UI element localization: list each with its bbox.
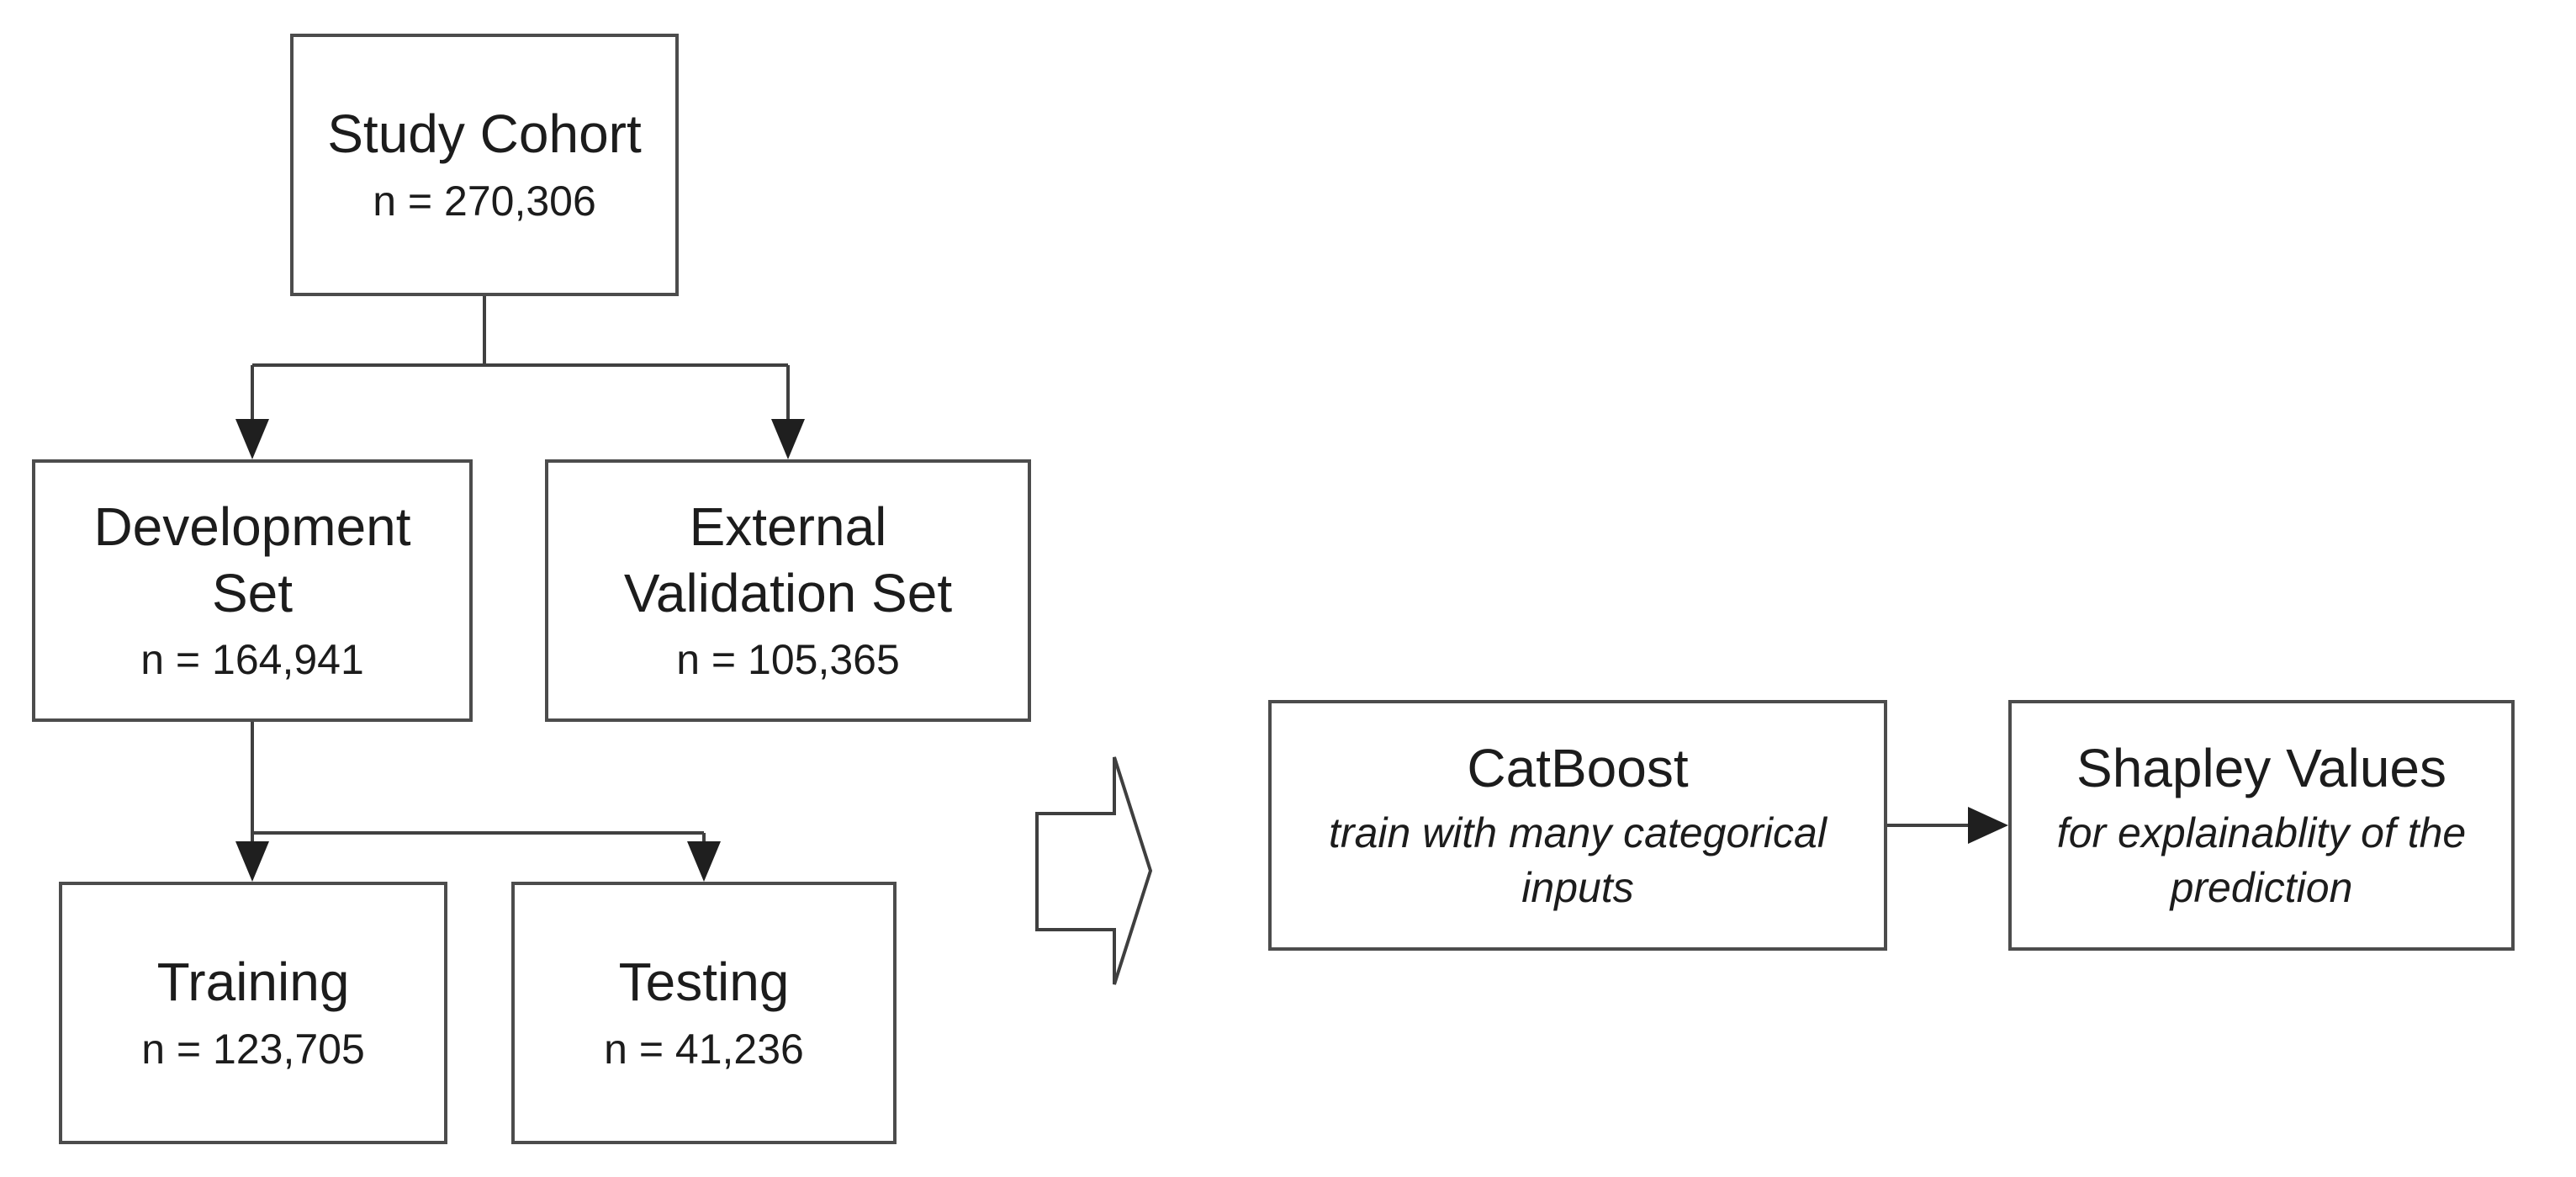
shapley-values-subtitle: for explainablity of the prediction (2056, 809, 2467, 912)
catboost-node: CatBoost train with many categorical inp… (1268, 700, 1887, 951)
development-set-node: Development Set n = 164,941 (32, 459, 473, 722)
block-arrow-right-icon (1035, 756, 1153, 985)
testing-title: Testing (618, 952, 790, 1013)
arrowhead-training (235, 841, 269, 882)
training-title: Training (156, 952, 350, 1013)
study-cohort-title: Study Cohort (327, 103, 642, 165)
development-set-title: Development Set (93, 496, 411, 623)
external-validation-set-title: External Validation Set (623, 496, 953, 623)
catboost-title: CatBoost (1467, 737, 1689, 798)
arrowhead-shapley (1968, 807, 2008, 844)
study-cohort-count: n = 270,306 (373, 177, 596, 225)
training-count: n = 123,705 (141, 1025, 365, 1073)
arrowhead-development (235, 419, 269, 459)
shapley-values-title: Shapley Values (2076, 737, 2446, 798)
training-node: Training n = 123,705 (59, 882, 447, 1144)
external-validation-set-node: External Validation Set n = 105,365 (545, 459, 1031, 722)
study-cohort-node: Study Cohort n = 270,306 (290, 34, 679, 296)
testing-node: Testing n = 41,236 (511, 882, 897, 1144)
arrowhead-testing (687, 841, 721, 882)
external-validation-set-count: n = 105,365 (676, 635, 900, 683)
shapley-values-node: Shapley Values for explainablity of the … (2008, 700, 2515, 951)
development-set-count: n = 164,941 (140, 635, 364, 683)
arrowhead-external (771, 419, 805, 459)
catboost-subtitle: train with many categorical inputs (1329, 809, 1827, 912)
testing-count: n = 41,236 (604, 1025, 804, 1073)
